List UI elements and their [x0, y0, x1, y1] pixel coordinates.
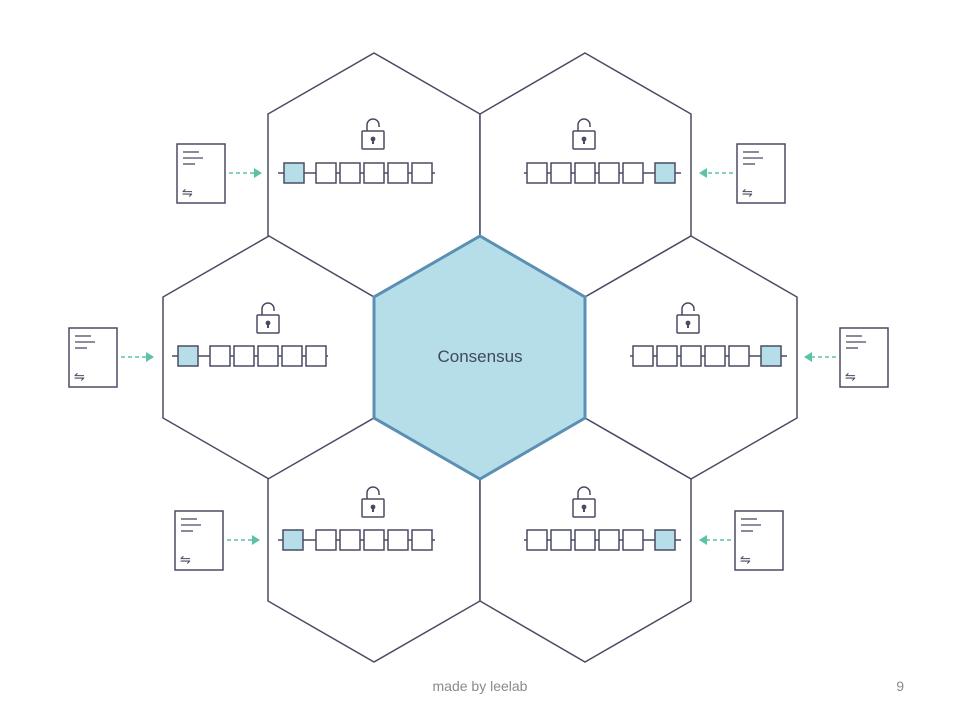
chain-block — [257, 345, 279, 367]
chain-block — [411, 162, 433, 184]
chain-block — [598, 162, 620, 184]
transaction-bottom-left: ⇋ — [174, 510, 260, 571]
transfer-icon: ⇋ — [740, 553, 751, 568]
transaction-top-right: ⇋ — [699, 143, 786, 204]
transaction-document-icon: ⇋ — [839, 327, 889, 388]
chain-block — [339, 162, 361, 184]
arrowhead-icon — [252, 535, 260, 545]
transaction-bottom-right: ⇋ — [699, 510, 784, 571]
chain-block — [363, 162, 385, 184]
chain-block — [281, 345, 303, 367]
transaction-document-icon: ⇋ — [68, 327, 118, 388]
chain-block — [550, 529, 572, 551]
arrowhead-icon — [254, 168, 262, 178]
node-top-left — [278, 118, 435, 184]
transfer-icon: ⇋ — [845, 370, 856, 385]
chain-block — [680, 345, 702, 367]
node-right — [630, 302, 787, 367]
transfer-icon: ⇋ — [74, 370, 85, 385]
transaction-right: ⇋ — [804, 327, 889, 388]
chain-block — [550, 162, 572, 184]
transaction-top-left: ⇋ — [176, 143, 262, 204]
chain-block — [526, 162, 548, 184]
transaction-document-icon: ⇋ — [734, 510, 784, 571]
arrowhead-icon — [699, 535, 707, 545]
arrowhead-icon — [146, 352, 154, 362]
chain-block — [315, 529, 337, 551]
chain-block — [387, 162, 409, 184]
consensus-hexagon — [372, 234, 587, 481]
node-left — [172, 302, 328, 367]
node-bottom-left — [278, 486, 435, 551]
new-block — [283, 162, 305, 184]
arrowhead-icon — [699, 168, 707, 178]
chain-block — [574, 529, 596, 551]
new-block — [760, 345, 782, 367]
transfer-icon: ⇋ — [180, 553, 191, 568]
transaction-document-icon: ⇋ — [736, 143, 786, 204]
chain-block — [574, 162, 596, 184]
chain-block — [632, 345, 654, 367]
new-block — [654, 529, 676, 551]
chain-block — [363, 529, 385, 551]
arrowhead-icon — [804, 352, 812, 362]
chain-block — [233, 345, 255, 367]
chain-block — [209, 345, 231, 367]
chain-block — [656, 345, 678, 367]
transfer-icon: ⇋ — [742, 186, 753, 201]
chain-block — [315, 162, 337, 184]
new-block — [654, 162, 676, 184]
transaction-document-icon: ⇋ — [174, 510, 224, 571]
page-number: 9 — [896, 678, 904, 694]
node-top-right — [524, 118, 681, 184]
chain-block — [704, 345, 726, 367]
chain-block — [622, 529, 644, 551]
chain-block — [598, 529, 620, 551]
new-block — [282, 529, 304, 551]
transaction-left: ⇋ — [68, 327, 154, 388]
chain-block — [387, 529, 409, 551]
chain-block — [411, 529, 433, 551]
chain-block — [339, 529, 361, 551]
chain-block — [305, 345, 327, 367]
chain-block — [526, 529, 548, 551]
transfer-icon: ⇋ — [182, 186, 193, 201]
consensus-label: Consensus — [437, 347, 522, 366]
new-block — [177, 345, 199, 367]
footer-credit: made by leelab — [432, 678, 528, 694]
chain-block — [728, 345, 750, 367]
node-bottom-right — [524, 486, 681, 551]
transaction-document-icon: ⇋ — [176, 143, 226, 204]
chain-block — [622, 162, 644, 184]
